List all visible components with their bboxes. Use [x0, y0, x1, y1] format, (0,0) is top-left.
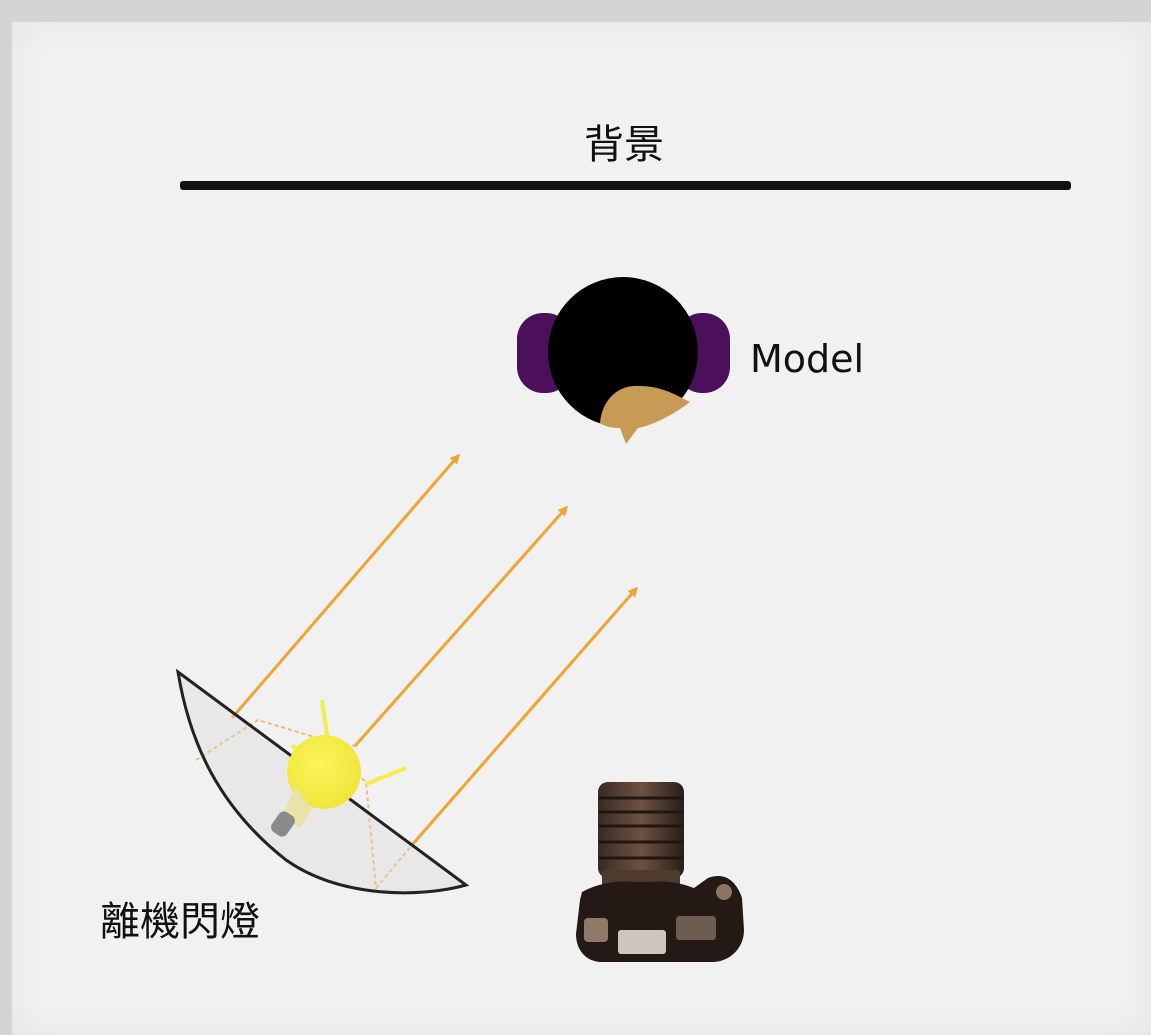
light-rays	[230, 453, 638, 846]
ray-1	[230, 453, 460, 719]
ray-2	[353, 505, 568, 747]
model-head-icon	[517, 277, 730, 444]
light-bulb-icon	[271, 699, 407, 837]
background-wall	[180, 181, 1071, 190]
model-label: Model	[750, 337, 864, 381]
background-label: 背景	[584, 122, 664, 168]
camera-icon	[576, 782, 744, 962]
diagram-frame	[12, 22, 1151, 1035]
ray-3	[410, 586, 638, 846]
flash-label: 離機閃燈	[100, 899, 260, 945]
